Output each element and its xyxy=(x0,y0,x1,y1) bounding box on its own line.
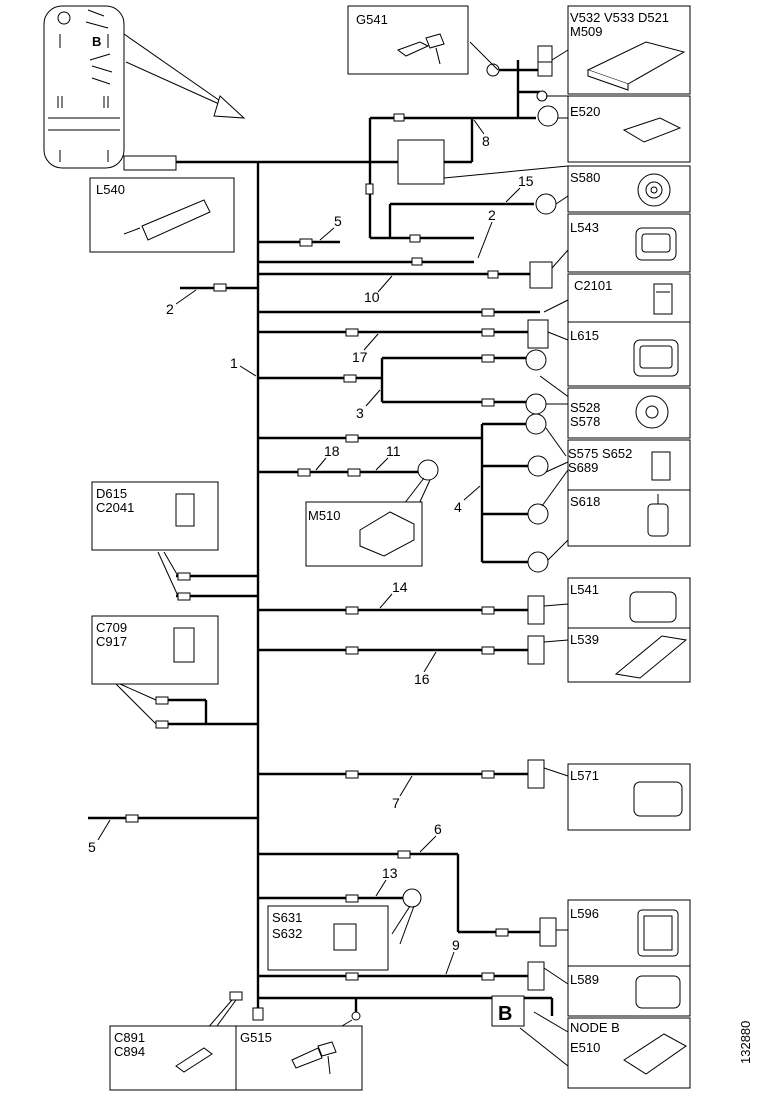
wire-number-label: 6 xyxy=(434,821,442,837)
component-s631: S631 S632 xyxy=(267,905,389,971)
component-label: G541 xyxy=(356,12,388,27)
component-label: NODE B xyxy=(570,1020,620,1035)
component-l571: L571 xyxy=(567,763,691,831)
component-c2101: C2101 xyxy=(567,273,691,323)
component-l539: L539 xyxy=(567,627,691,683)
component-label: C894 xyxy=(114,1044,145,1059)
component-label: D615 xyxy=(96,486,127,501)
wire-number-label: 1 xyxy=(230,355,238,371)
figure-id: 132880 xyxy=(738,1021,753,1064)
wire-number-label: 9 xyxy=(452,937,460,953)
component-label: G515 xyxy=(240,1030,272,1045)
component-label: V532 V533 D521 xyxy=(570,10,669,25)
wire-number-label: 11 xyxy=(386,443,401,459)
component-label: C2101 xyxy=(574,278,612,293)
component-d615: D615 C2041 xyxy=(91,481,219,551)
wire-number-label: 7 xyxy=(392,795,400,811)
component-label: S689 xyxy=(568,460,598,475)
component-label: L543 xyxy=(570,220,599,235)
node-b-marker: B xyxy=(498,1003,512,1025)
component-node-b: NODE B E510 xyxy=(567,1017,691,1089)
vehicle-locator-icon: B xyxy=(43,5,246,169)
component-label: C2041 xyxy=(96,500,134,515)
component-label: S631 xyxy=(272,910,302,925)
component-label: S580 xyxy=(570,170,600,185)
component-label: L589 xyxy=(570,972,599,987)
component-l615: L615 xyxy=(567,321,691,387)
component-label: E510 xyxy=(570,1040,600,1055)
wire-number-label: 13 xyxy=(382,865,398,881)
component-label: S618 xyxy=(570,494,600,509)
component-s618: S618 xyxy=(567,489,691,547)
wire-number-label: 2 xyxy=(488,207,496,223)
component-label: C891 xyxy=(114,1030,145,1045)
component-label: L571 xyxy=(570,768,599,783)
wire-number-label: 15 xyxy=(518,173,534,189)
locator-zone-letter: B xyxy=(92,34,101,49)
component-label: S578 xyxy=(570,414,600,429)
component-s575: S575 S652 S689 xyxy=(567,439,691,491)
component-label: L541 xyxy=(570,582,599,597)
wire-number-label: 3 xyxy=(356,405,364,421)
component-label: C709 xyxy=(96,620,127,635)
component-label: S528 xyxy=(570,400,600,415)
component-g515: G515 xyxy=(235,1025,363,1091)
component-v532: V532 V533 D521 M509 xyxy=(567,5,691,95)
component-e520: E520 xyxy=(567,95,691,163)
component-label: L596 xyxy=(570,906,599,921)
wire-number-label: 14 xyxy=(392,579,408,595)
component-s580: S580 xyxy=(567,165,691,213)
wire-number-label: 4 xyxy=(454,499,462,515)
component-l541: L541 xyxy=(567,577,691,629)
component-g541: G541 xyxy=(347,5,469,75)
component-label: S632 xyxy=(272,926,302,941)
wire-number-label: 16 xyxy=(414,671,430,687)
component-label: M510 xyxy=(308,508,341,523)
component-label: S575 S652 xyxy=(568,446,632,461)
component-label: L615 xyxy=(570,328,599,343)
wire-number-label: 10 xyxy=(364,289,380,305)
component-label: C917 xyxy=(96,634,127,649)
component-label: L540 xyxy=(96,182,125,197)
component-c891: C891 C894 xyxy=(109,1025,237,1091)
component-c709: C709 C917 xyxy=(91,615,219,685)
component-s528: S528 S578 xyxy=(567,387,691,439)
wire-number-label: 2 xyxy=(166,301,174,317)
component-label: E520 xyxy=(570,104,600,119)
wire-number-label: 5 xyxy=(334,213,342,229)
wire-number-labels: 1 2 2 3 4 5 5 6 7 8 9 10 11 13 14 15 16 … xyxy=(88,119,534,975)
leader-lines xyxy=(115,41,571,1067)
wire-number-label: 5 xyxy=(88,839,96,855)
component-l596: L596 xyxy=(567,899,691,967)
component-m510: M510 xyxy=(305,501,423,567)
wire-number-label: 17 xyxy=(352,349,368,365)
wire-harness: B xyxy=(88,45,569,1027)
component-l540: L540 xyxy=(89,177,235,253)
component-label: L539 xyxy=(570,632,599,647)
wire-number-label: 18 xyxy=(324,443,340,459)
component-label: M509 xyxy=(570,24,603,39)
component-l543: L543 xyxy=(567,213,691,273)
wire-number-label: 8 xyxy=(482,133,490,149)
component-l589: L589 xyxy=(567,965,691,1017)
